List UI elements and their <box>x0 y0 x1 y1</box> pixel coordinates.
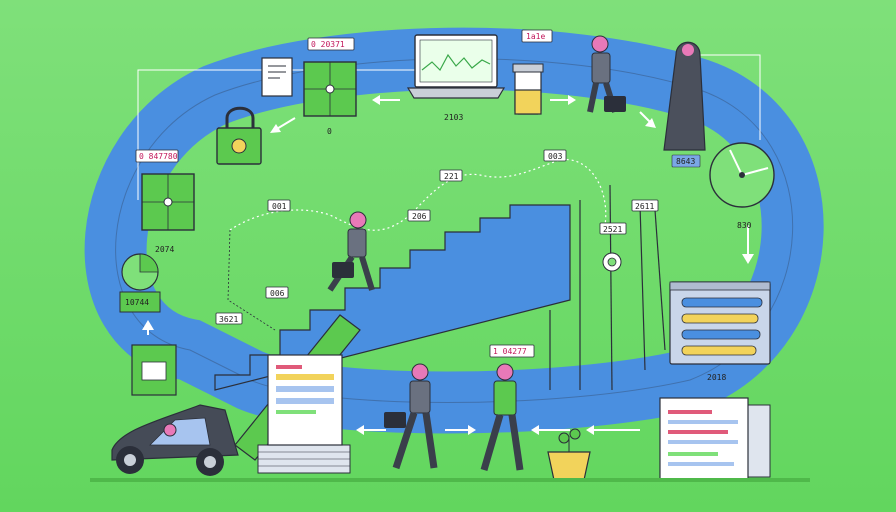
document-icon <box>261 57 293 97</box>
svg-text:2103: 2103 <box>444 113 463 122</box>
tag-top-left: 0 20371 <box>307 37 355 51</box>
path-label-001: 001 <box>267 199 291 212</box>
person-icon-bottom-right <box>480 363 524 471</box>
svg-text:3621: 3621 <box>219 315 238 324</box>
guide-line-right <box>700 54 761 140</box>
svg-text:10744: 10744 <box>125 298 149 307</box>
label-8643: 8643 <box>671 154 701 168</box>
path-label-2611: 2611 <box>631 199 659 212</box>
car-icon <box>111 404 239 476</box>
pie-chart-icon: 10744 <box>119 253 161 313</box>
svg-text:001: 001 <box>272 202 287 211</box>
svg-text:003: 003 <box>548 152 563 161</box>
laptop-chart-icon: 2103 <box>406 34 506 122</box>
svg-text:2018: 2018 <box>707 373 726 382</box>
svg-text:1 04277: 1 04277 <box>493 347 527 356</box>
svg-text:006: 006 <box>270 289 285 298</box>
svg-text:0 20371: 0 20371 <box>311 40 345 49</box>
flow-arrows <box>142 95 754 435</box>
svg-text:206: 206 <box>412 212 427 221</box>
svg-text:0: 0 <box>327 127 332 136</box>
target-card <box>141 173 195 231</box>
person-icon-hooded <box>663 41 706 151</box>
path-label-006: 006 <box>265 286 289 299</box>
person-icon-walking-top <box>587 35 626 113</box>
path-label-221: 221 <box>439 169 463 182</box>
note-box <box>131 344 177 396</box>
svg-text:2611: 2611 <box>635 202 654 211</box>
tag-top-mid: 1a1e <box>521 29 553 43</box>
label-830: 830 <box>737 221 752 230</box>
poles <box>549 184 666 391</box>
target-icon <box>602 252 622 272</box>
potted-plant-icon <box>547 428 591 481</box>
svg-text:2521: 2521 <box>603 225 622 234</box>
svg-text:0 847780: 0 847780 <box>139 152 178 161</box>
ground <box>90 478 810 482</box>
progress-panel: 2018 <box>669 281 771 382</box>
svg-text:1a1e: 1a1e <box>526 32 545 41</box>
path-label-2521: 2521 <box>599 222 627 235</box>
label-2074: 2074 <box>155 245 174 254</box>
jar-icon <box>512 63 544 115</box>
document-stack <box>257 354 351 474</box>
clock-icon <box>709 142 775 208</box>
path-label-003: 003 <box>543 149 567 162</box>
document-panel-right <box>659 397 771 481</box>
path-label-3621: 3621 <box>215 312 243 325</box>
path-label-206: 206 <box>407 209 431 222</box>
target-frame: 0 <box>303 61 357 136</box>
tag-center-bottom: 1 04277 <box>489 344 535 358</box>
svg-text:221: 221 <box>444 172 459 181</box>
person-icon-bottom-left <box>384 363 438 470</box>
svg-text:8643: 8643 <box>676 157 695 166</box>
person-icon-climbing <box>327 211 375 292</box>
tag-left: 0 847780 <box>135 149 179 163</box>
progress-path <box>229 158 607 231</box>
padlock-icon <box>216 106 262 165</box>
